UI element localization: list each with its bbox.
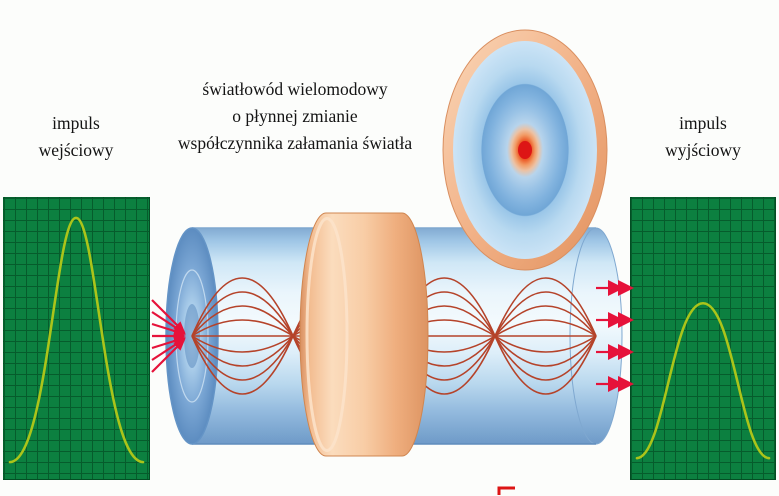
input-pulse-waveform	[8, 216, 145, 464]
light-rays	[191, 277, 597, 395]
title-line-3: współczynnika załamania światła	[177, 133, 413, 153]
fiber-body	[192, 228, 596, 444]
collar-rim-highlight	[305, 217, 349, 452]
fiber-core-dot	[518, 141, 532, 159]
output-pulse-curve	[635, 301, 771, 460]
input-arrow	[151, 338, 186, 373]
input-pulse-panel	[3, 197, 150, 480]
input-arrow	[151, 311, 186, 335]
title-line-1: światłowód wielomodowy	[202, 79, 388, 99]
fiber-collar	[299, 212, 429, 457]
light-ray	[191, 319, 597, 353]
input-arrow	[151, 337, 186, 361]
input-pulse-curve	[8, 216, 145, 464]
light-ray	[191, 319, 597, 353]
light-ray	[191, 305, 597, 367]
output-light-arrows	[596, 280, 634, 392]
output-pulse-label-line2: wyjściowy	[665, 140, 741, 160]
input-arrow	[151, 299, 186, 334]
output-pulse-label-line1: impuls	[679, 113, 727, 133]
fiber-face-ring	[175, 269, 209, 403]
input-pulse-label-line1: impuls	[52, 113, 100, 133]
input-arrow	[151, 336, 186, 350]
title-line-2: o płynnej zmianie	[232, 106, 358, 126]
input-pulse-label-line2: wejściowy	[38, 140, 114, 160]
collar-band	[299, 212, 429, 457]
output-arrow-head	[608, 280, 624, 296]
diagram-title: światłowód wielomodowy o płynnej zmianie…	[140, 76, 450, 157]
fiber-face-core	[184, 304, 200, 368]
light-ray	[191, 277, 597, 395]
input-arrow	[151, 322, 186, 336]
fiber-cylinder	[165, 227, 623, 445]
output-arrow-head	[608, 312, 624, 328]
output-pulse-label: impuls wyjściowy	[632, 110, 774, 164]
light-ray	[191, 291, 597, 381]
output-arrow-head	[608, 344, 624, 360]
output-pulse-waveform	[635, 301, 771, 460]
light-ray	[191, 277, 597, 395]
fiber-right-cap	[569, 227, 623, 445]
input-light-arrows	[151, 299, 186, 373]
fiber-left-face	[165, 227, 219, 445]
light-ray	[191, 305, 597, 367]
output-arrow-head	[608, 376, 624, 392]
cross-section-face	[453, 41, 597, 259]
light-ray	[191, 291, 597, 381]
cross-section-border	[442, 29, 608, 271]
input-pulse-label: impuls wejściowy	[6, 110, 146, 164]
fiber-cross-section	[442, 29, 608, 271]
red-crop-mark	[497, 486, 515, 495]
output-pulse-panel	[630, 197, 776, 480]
